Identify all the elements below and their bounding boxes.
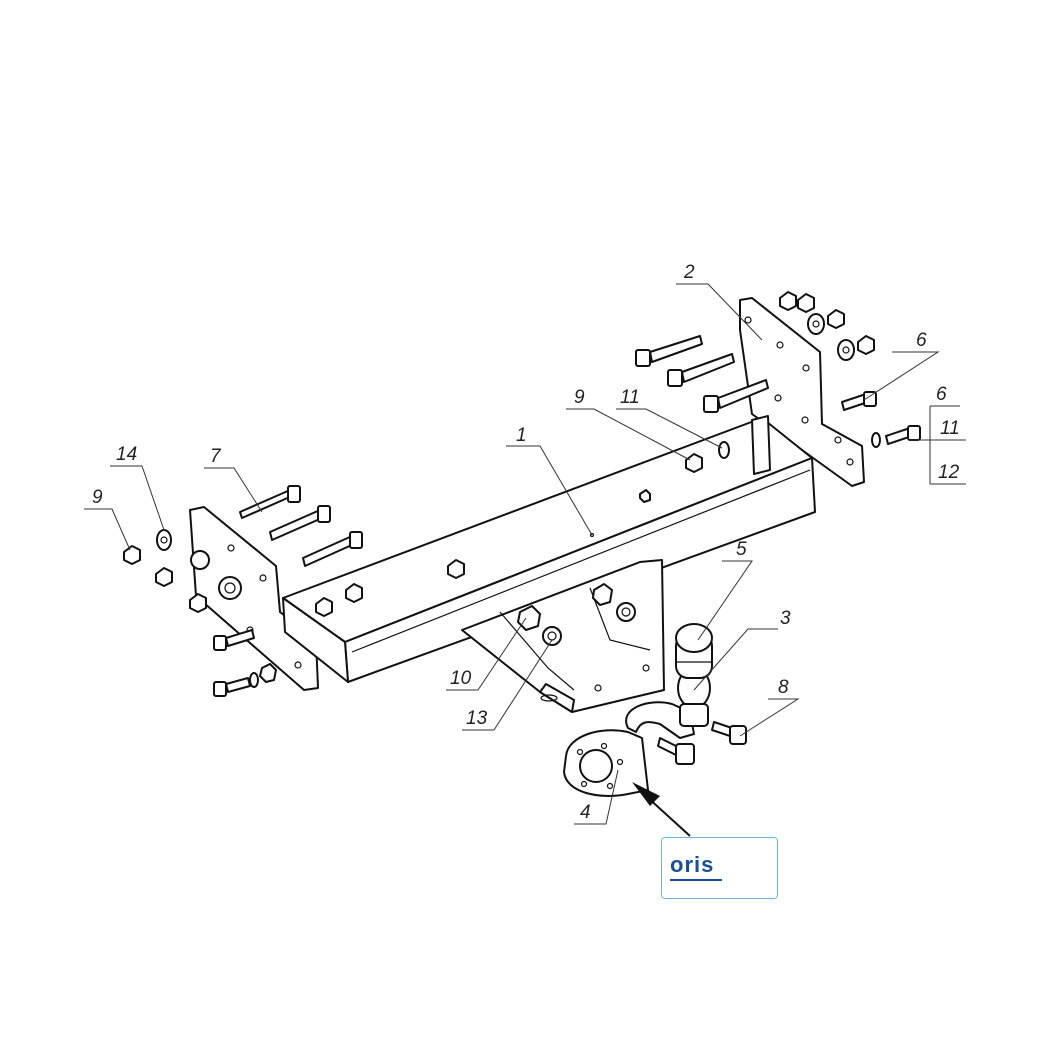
right-bracket — [739, 297, 865, 487]
bolt-under-ball — [657, 737, 695, 765]
callout-10: 10 — [450, 668, 472, 689]
callout-12: 12 — [938, 462, 960, 483]
center-drop-plate — [461, 559, 665, 713]
callout-11-center: 11 — [620, 387, 640, 408]
callout-4: 4 — [580, 802, 591, 823]
callout-7: 7 — [210, 446, 222, 467]
towball-cap — [675, 623, 713, 679]
callout-6-lower: 6 — [936, 384, 947, 405]
bolt-part-8 — [711, 721, 747, 745]
callout-9-center: 9 — [574, 387, 585, 408]
main-crossbeam — [282, 415, 816, 683]
leader-lines — [84, 283, 966, 825]
callout-11-right: 11 — [940, 418, 960, 439]
callout-3: 3 — [780, 608, 791, 629]
callout-6-upper: 6 — [916, 330, 927, 351]
long-bolts-right — [635, 335, 769, 413]
pointer-arrow — [632, 782, 691, 837]
callout-8: 8 — [778, 677, 789, 698]
fasteners-right — [447, 291, 921, 579]
oris-logo: oris — [670, 852, 715, 877]
callout-labels: 1 2 3 4 5 6 6 7 8 9 9 10 11 11 12 13 14 — [92, 262, 960, 823]
oris-logo-badge: oris — [661, 837, 778, 899]
callout-14: 14 — [116, 444, 137, 465]
callout-5: 5 — [736, 539, 747, 560]
callout-9-left: 9 — [92, 487, 103, 508]
long-bolts-left — [239, 485, 363, 567]
callout-13: 13 — [466, 708, 488, 729]
socket-plate — [563, 729, 649, 797]
oris-logo-underline — [670, 879, 722, 881]
fasteners-left — [123, 529, 363, 697]
callout-1: 1 — [516, 425, 527, 446]
callout-2: 2 — [683, 262, 695, 283]
